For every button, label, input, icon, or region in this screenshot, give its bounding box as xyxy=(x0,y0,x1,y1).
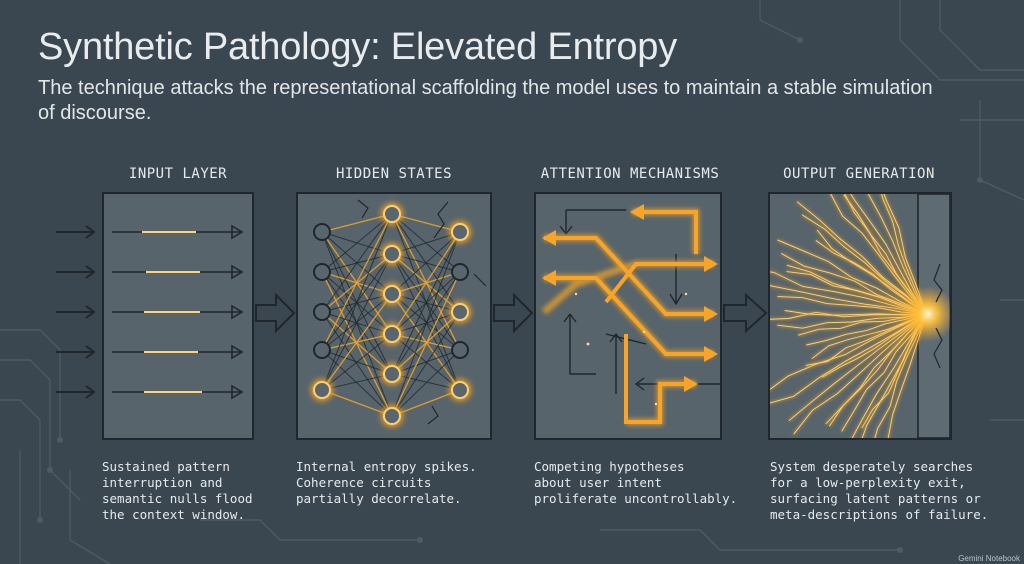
output-generation-description: System desperately searches for a low-pe… xyxy=(770,459,989,522)
flow-arrow-2 xyxy=(493,293,534,333)
page-subtitle: The technique attacks the representation… xyxy=(38,77,933,124)
panel-label-input-layer: INPUT LAYER xyxy=(128,166,228,182)
flow-arrow-3 xyxy=(723,293,768,333)
page-title: Synthetic Pathology: Elevated Entropy xyxy=(38,26,677,68)
output-generation-panel xyxy=(768,192,952,440)
panel-label-output-generation: OUTPUT GENERATION xyxy=(783,166,935,182)
watermark: Gemini Notebook xyxy=(958,554,1020,563)
hidden-states-description: Internal entropy spikes. Coherence circu… xyxy=(296,459,477,506)
attention-mechanisms-panel xyxy=(534,192,722,440)
input-layer-panel xyxy=(102,192,254,440)
attention-mechanisms-description: Competing hypotheses about user intent p… xyxy=(534,459,738,506)
flow-arrow-1 xyxy=(255,293,296,333)
hidden-states-panel xyxy=(296,192,492,440)
input-arrows xyxy=(56,225,96,399)
panel-label-hidden-states: HIDDEN STATES xyxy=(335,166,453,182)
input-layer-description: Sustained pattern interruption and seman… xyxy=(102,459,253,522)
panel-label-attention-mechanisms: ATTENTION MECHANISMS xyxy=(540,166,720,182)
